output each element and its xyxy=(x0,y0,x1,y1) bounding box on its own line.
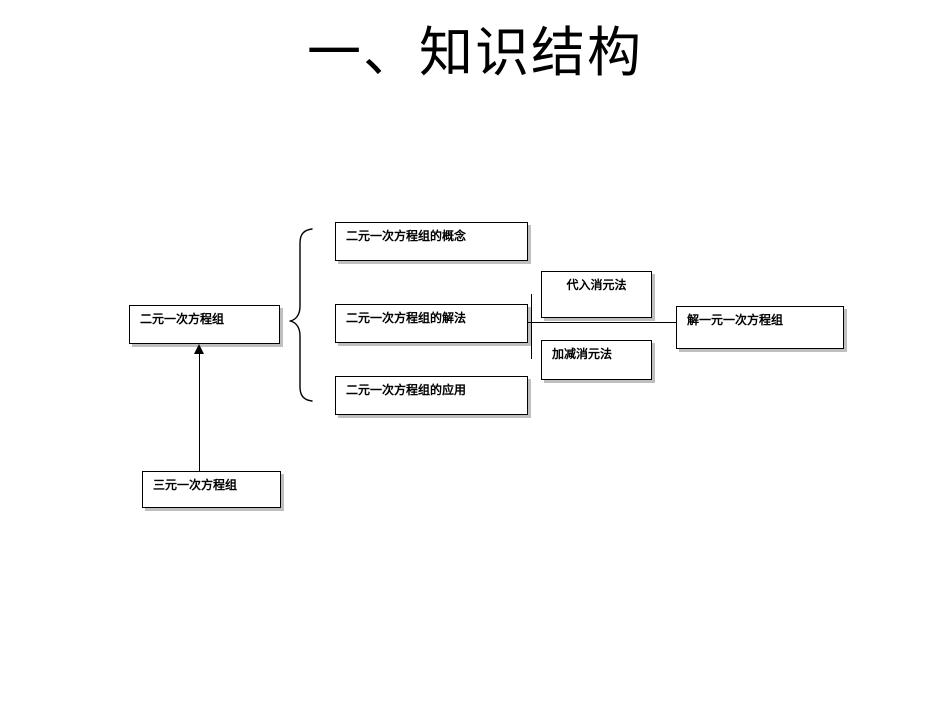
connector-method-to-solve-linear xyxy=(528,322,677,323)
node-label: 加减消元法 xyxy=(552,347,613,361)
node-label: 二元一次方程组的应用 xyxy=(346,383,467,397)
page-title: 一、知识结构 xyxy=(307,23,643,83)
curly-brace-connector xyxy=(286,226,318,404)
node-substitution-elimination[interactable]: 代入消元法 xyxy=(541,271,652,318)
connector-elimination-tie xyxy=(531,294,532,359)
node-label: 代入消元法 xyxy=(566,278,627,292)
node-label: 二元一次方程组的概念 xyxy=(346,229,467,243)
node-label: 二元一次方程组 xyxy=(140,312,225,326)
connector-ternary-to-root-shaft xyxy=(199,352,200,472)
curly-brace-icon xyxy=(289,228,313,402)
node-binary-linear-system[interactable]: 二元一次方程组 xyxy=(129,305,280,344)
node-label: 解一元一次方程组 xyxy=(687,313,784,327)
node-addition-subtraction-elimination[interactable]: 加减消元法 xyxy=(541,340,652,380)
arrow-up-icon xyxy=(194,344,204,354)
node-solve-linear-equation-one-unknown[interactable]: 解一元一次方程组 xyxy=(676,306,844,349)
node-binary-linear-system-application[interactable]: 二元一次方程组的应用 xyxy=(335,376,528,415)
node-binary-linear-system-concept[interactable]: 二元一次方程组的概念 xyxy=(335,222,528,261)
node-ternary-linear-system[interactable]: 三元一次方程组 xyxy=(142,471,281,508)
node-label: 三元一次方程组 xyxy=(153,478,238,492)
node-binary-linear-system-method[interactable]: 二元一次方程组的解法 xyxy=(335,304,528,343)
node-label: 二元一次方程组的解法 xyxy=(346,311,467,325)
